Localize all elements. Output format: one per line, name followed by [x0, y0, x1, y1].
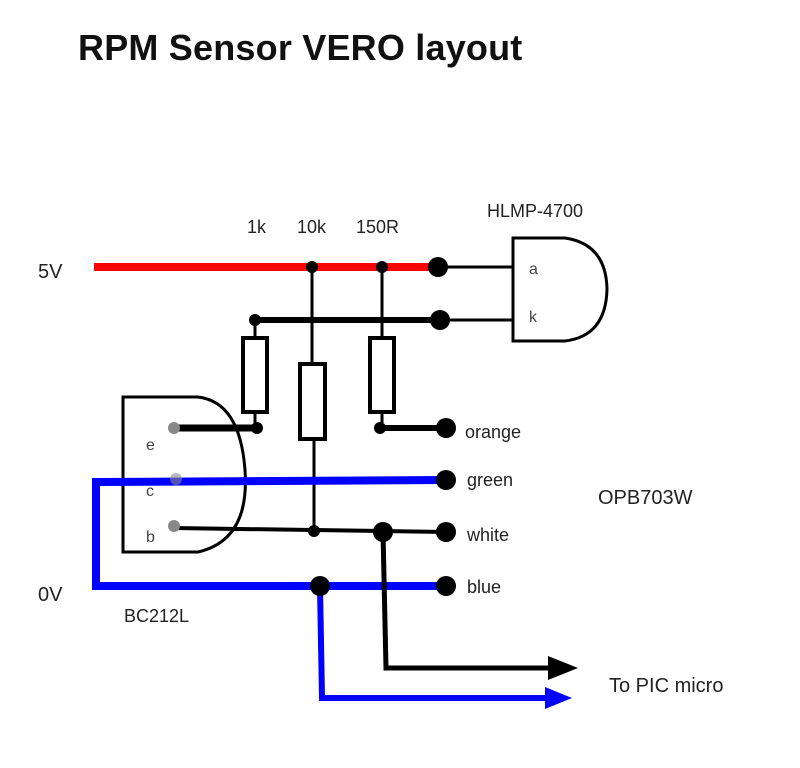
sensor-pad-blue: [436, 576, 456, 596]
transistor-body: [121, 395, 247, 554]
junction-dot: [308, 525, 320, 537]
sensor-part-label: OPB703W: [598, 487, 693, 509]
sensor-wire-label-white: white: [466, 525, 509, 545]
transistor-pin-label-b: b: [146, 529, 155, 546]
transistor-pin-label-e: e: [146, 437, 155, 454]
diagram-title: RPM Sensor VERO layout: [78, 27, 523, 68]
ground-loop-wire: [92, 476, 447, 590]
transistor-pin-b: [168, 520, 180, 532]
sensor-pad-white: [436, 522, 456, 542]
signal-arrow-icon: [548, 656, 578, 680]
sensor-pad-orange: [436, 418, 456, 438]
junction-dot: [374, 422, 386, 434]
sensor-wire-label-orange: orange: [465, 422, 521, 442]
resistor-label-10k: 10k: [297, 217, 327, 237]
transistor-part-label: BC212L: [124, 606, 189, 626]
junction-dot: [310, 576, 330, 596]
junction-dot: [376, 261, 388, 273]
transistor-pin-c: [170, 473, 182, 485]
sensor-wire-label-green: green: [467, 470, 513, 490]
transistor-pin-e: [168, 422, 180, 434]
led-body: [511, 236, 609, 343]
supply-rail-label: 5V: [38, 261, 63, 283]
sensor-pad-green: [436, 470, 456, 490]
resistor-10k: [298, 362, 327, 441]
ground-output-wire: [317, 585, 555, 701]
led-anode-pad: [428, 257, 448, 277]
sensor-wire-label-blue: blue: [467, 577, 501, 597]
ground-rail-label: 0V: [38, 584, 63, 606]
output-label: To PIC micro: [609, 675, 723, 697]
ground-arrow-icon: [545, 687, 572, 709]
junction-dot: [251, 422, 263, 434]
resistor-label-150r: 150R: [356, 217, 399, 237]
led-pin-label-a: a: [529, 261, 538, 278]
resistor-150r: [368, 336, 396, 414]
junction-dot: [373, 522, 393, 542]
resistor-label-1k: 1k: [247, 217, 267, 237]
signal-output-wire: [380, 531, 560, 671]
resistor-1k: [241, 336, 269, 414]
junction-dot: [306, 261, 318, 273]
led-part-label: HLMP-4700: [487, 201, 583, 221]
led-cathode-pad: [430, 310, 450, 330]
transistor-pin-label-c: c: [146, 483, 154, 500]
led-pin-label-k: k: [529, 309, 538, 326]
junction-dot: [249, 314, 261, 326]
